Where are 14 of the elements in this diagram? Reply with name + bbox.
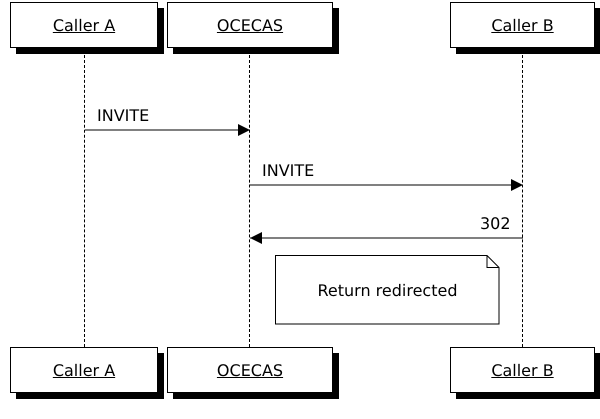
- participant-name: Caller A: [52, 360, 116, 380]
- participant-name: Caller B: [491, 360, 554, 380]
- participant-name: Caller A: [52, 16, 116, 34]
- participant-name: OCECAS: [216, 360, 284, 380]
- lifeline: [84, 55, 86, 347]
- message-arrow: [250, 179, 524, 191]
- note-text: Return redirected: [318, 280, 458, 300]
- message-arrow: [250, 232, 524, 244]
- lifeline: [522, 55, 524, 347]
- participant-name: Caller B: [491, 16, 554, 34]
- lifeline: [249, 55, 251, 347]
- message-arrow: [84, 124, 250, 136]
- participant-name: OCECAS: [216, 16, 284, 34]
- note-box: [275, 255, 500, 325]
